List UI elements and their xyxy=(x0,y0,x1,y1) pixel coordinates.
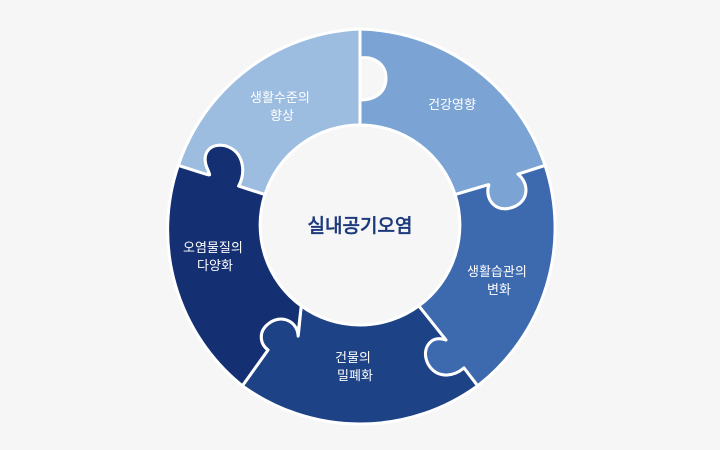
label-health-line1: 건강영향 xyxy=(428,98,476,113)
segment-lifestyle xyxy=(417,163,557,388)
label-health: 건강영향 xyxy=(428,98,476,113)
segment-building xyxy=(240,304,480,426)
label-living-standard-line1: 생활수준의 xyxy=(250,91,310,106)
label-living-standard-line2: 향상 xyxy=(270,109,294,124)
label-living-standard: 생활수준의 향상 xyxy=(250,91,314,124)
label-lifestyle: 생활습관의 변화 xyxy=(467,265,531,298)
label-lifestyle-line1: 생활습관의 xyxy=(467,265,527,280)
center-circle xyxy=(262,127,458,323)
label-pollutants-line1: 오염물질의 xyxy=(183,241,243,256)
center-label: 실내공기오염 xyxy=(308,215,413,237)
label-pollutants: 오염물질의 다양화 xyxy=(183,241,247,274)
label-building-line1: 건물의 xyxy=(335,351,371,366)
label-lifestyle-line2: 변화 xyxy=(487,283,511,298)
label-building-line2: 밀폐화 xyxy=(337,369,373,384)
label-pollutants-line2: 다양화 xyxy=(197,259,233,274)
segment-pollutants xyxy=(166,143,303,388)
label-building: 건물의 밀폐화 xyxy=(335,351,375,384)
